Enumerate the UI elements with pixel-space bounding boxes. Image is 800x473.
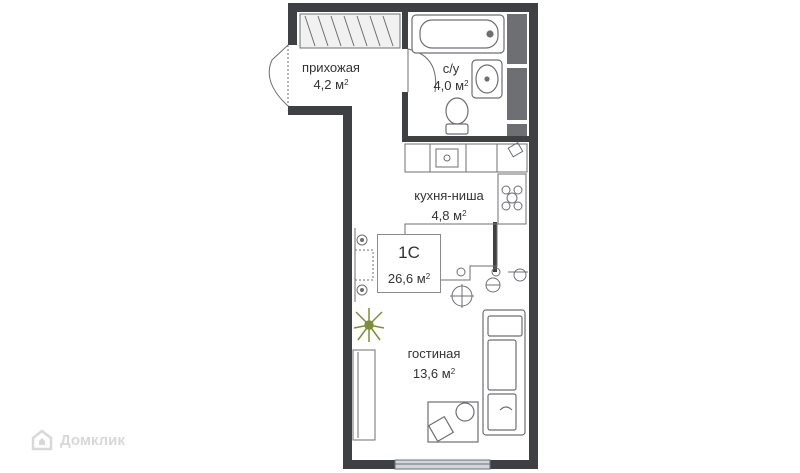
bathroom-area-unit-power: 2 (464, 79, 469, 88)
hallway-area: 4,2 м2 (313, 77, 349, 92)
kitchen-name: кухня-ниша (414, 188, 484, 203)
watermark: Домклик (30, 428, 125, 452)
living-label: гостиная 13,6 м2 (398, 346, 470, 381)
living-name: гостиная (407, 346, 461, 361)
walls (288, 3, 538, 469)
balcony-window (394, 459, 491, 470)
domclick-logo-icon (31, 429, 53, 451)
living-area-unit-power: 2 (450, 367, 456, 376)
bathroom-area: 4,0 м2 (433, 78, 469, 93)
wall-top (288, 3, 538, 12)
apartment-info-box: 1С 26,6 м2 (377, 234, 441, 293)
wall-bottom-right (490, 460, 538, 469)
living-area: 13,6 м2 (412, 366, 456, 381)
wall-left-hall-top (288, 3, 297, 45)
wall-bath-left-bottom (402, 92, 408, 142)
bathroom-sink (471, 59, 503, 99)
watermark-text: Домклик (60, 431, 125, 449)
hallway-label: прихожая 4,2 м2 (296, 60, 366, 92)
plant (353, 308, 385, 342)
wall-bottom-left (343, 460, 395, 469)
wall-right (529, 3, 538, 469)
sofa (482, 309, 526, 436)
wall-kitchen-partition (493, 222, 497, 272)
coffee-table (427, 401, 479, 443)
kitchen-area: 4,8 м2 (431, 208, 467, 223)
apartment-code: 1С (398, 243, 420, 262)
toilet (445, 97, 469, 135)
wall-left-living (343, 106, 352, 469)
kitchen-counter (404, 141, 528, 225)
entrance-door (268, 44, 289, 107)
hallway-name: прихожая (302, 60, 360, 75)
bathroom-name: с/у (442, 61, 460, 76)
wardrobe (299, 13, 401, 49)
bathtub (411, 14, 505, 54)
apartment-area: 26,6 м2 (387, 271, 431, 286)
kitchen-area-unit-power: 2 (462, 209, 467, 218)
shelf-lamps (354, 228, 374, 302)
apartment-area-unit-power: 2 (425, 272, 431, 281)
bathroom-label: с/у 4,0 м2 (416, 61, 486, 93)
wall-bath-left-top (402, 12, 408, 49)
shaft (507, 14, 527, 136)
hallway-area-unit-power: 2 (344, 78, 349, 87)
wall-left-hall-bottom (288, 106, 348, 115)
tv-cabinet (352, 349, 376, 441)
wall-bath-bottom (402, 136, 529, 142)
kitchen-label: кухня-ниша 4,8 м2 (404, 188, 494, 223)
